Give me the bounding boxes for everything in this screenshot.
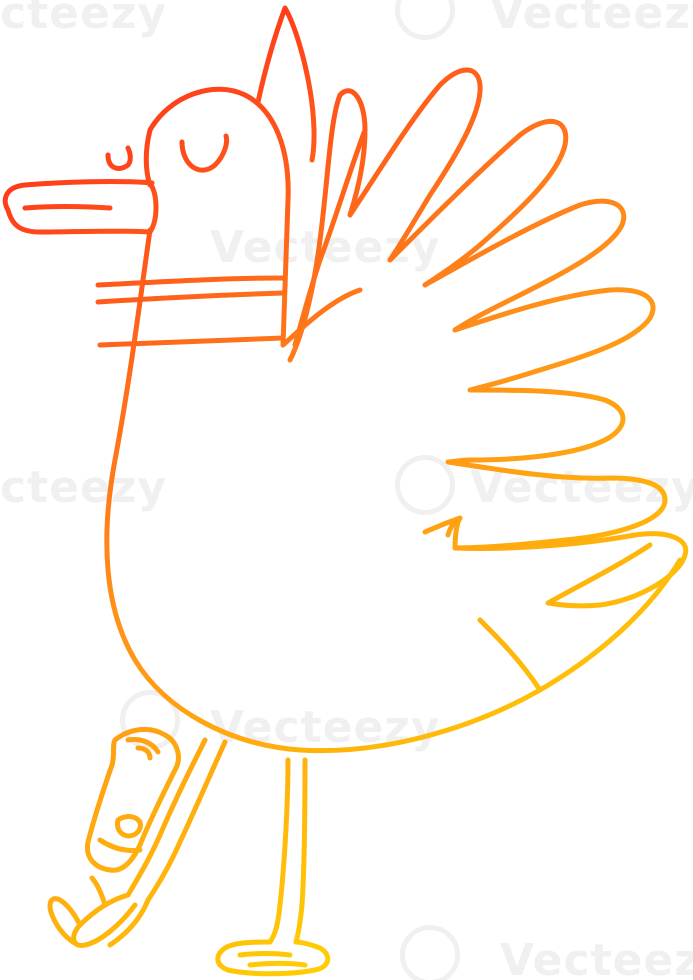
bird-collar bbox=[95, 275, 286, 348]
bird-standing-leg bbox=[267, 757, 308, 945]
bird-beak bbox=[2, 179, 159, 235]
bird-crest bbox=[255, 5, 317, 163]
bird-eye-left bbox=[105, 145, 133, 171]
bird-foot-left bbox=[47, 875, 151, 948]
bird-foot-right bbox=[215, 939, 331, 977]
bird-wing-detail bbox=[292, 127, 543, 693]
bird-eye-right bbox=[179, 133, 230, 173]
bird-body-outline bbox=[104, 86, 683, 754]
bird-wing bbox=[287, 67, 689, 609]
bird-bandaged-leg bbox=[84, 726, 228, 903]
